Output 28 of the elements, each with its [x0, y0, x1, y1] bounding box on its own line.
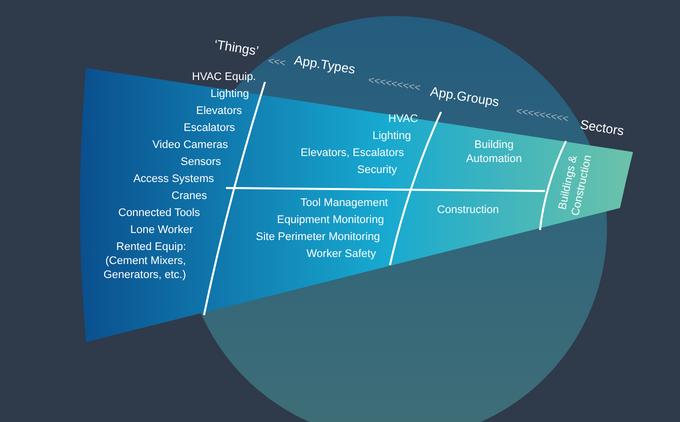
list-item: Video Cameras [152, 138, 228, 152]
header-label: Sectors [578, 116, 626, 140]
list-item: HVAC [388, 112, 418, 126]
chevron-text: <<<<<<<<< [515, 104, 570, 128]
list-item: HVAC Equip. [192, 70, 256, 84]
list-item: Worker Safety [306, 247, 376, 261]
list-item: Access Systems [133, 172, 214, 186]
list-item: Equipment Monitoring [276, 213, 384, 227]
list-item: Site Perimeter Monitoring [256, 230, 380, 244]
list-item: Lighting [210, 87, 249, 101]
header-label: App.Types [292, 51, 357, 79]
list-item: Lone Worker [130, 223, 193, 237]
header-label: App.Groups [428, 82, 500, 112]
chevron-text: <<< [266, 54, 287, 72]
list-item: Lighting [372, 129, 411, 143]
list-item: Sensors [180, 155, 221, 169]
list-item: Escalators [184, 121, 235, 135]
header-label: ‘Things’ [212, 36, 260, 60]
list-item: Cranes [172, 189, 207, 203]
section-label: Building Automation [465, 138, 523, 166]
list-item: Tool Management [300, 196, 388, 210]
chevron-text: <<<<<<<<< [367, 74, 422, 96]
list-item: Security [357, 163, 397, 177]
section-label: Construction [437, 203, 499, 217]
list-item: Rented Equip: (Cement Mixers, Generators, etc.) [102, 240, 186, 282]
list-item: Elevators, Escalators [300, 146, 404, 160]
list-item: Connected Tools [118, 206, 200, 220]
list-item: Elevators [196, 104, 242, 118]
